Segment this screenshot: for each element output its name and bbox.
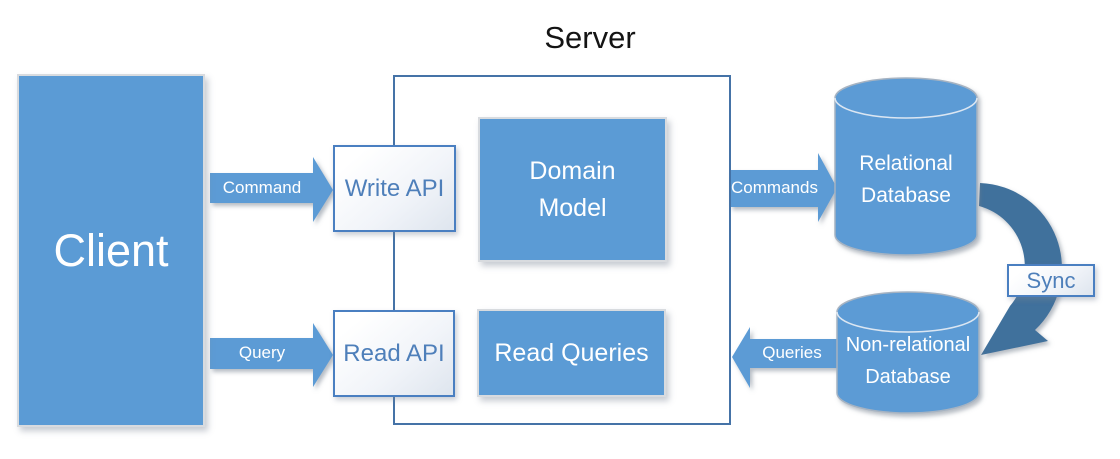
server-container-box (393, 75, 731, 425)
domain-model-label-line1: Domain (529, 156, 616, 185)
command-arrow-label: Command (222, 177, 302, 197)
domain-model-label-line2: Model (538, 193, 607, 222)
client-label: Client (53, 224, 169, 276)
relational-db-label-line2: Database (861, 184, 951, 207)
read-queries-box: Read Queries (477, 309, 666, 397)
query-arrow-label: Query (238, 342, 286, 362)
commands-arrow-label: Commands (731, 178, 818, 197)
read-queries-label: Read Queries (494, 338, 649, 367)
write-api-label: Write API (344, 174, 445, 202)
non-relational-db-label-line2: Database (865, 366, 951, 388)
non-relational-db-cylinder (836, 291, 980, 414)
non-relational-db-label-line1: Non-relational (845, 334, 971, 356)
read-api-label: Read API (343, 339, 445, 367)
query-arrow (210, 323, 333, 387)
sync-label: Sync (1026, 267, 1076, 293)
queries-arrow (732, 327, 838, 388)
relational-db-cylinder (834, 77, 978, 256)
domain-model-box: Domain Model (478, 117, 667, 262)
read-api-box: Read API (333, 310, 455, 397)
relational-db-label-line1: Relational (859, 152, 953, 175)
commands-arrow (730, 153, 837, 222)
relational-db-label: Relational Database (835, 148, 977, 212)
queries-arrow-label: Queries (762, 343, 822, 362)
client-box: Client (17, 74, 205, 427)
write-api-box: Write API (333, 145, 456, 232)
server-title: Server (544, 20, 636, 55)
non-relational-db-label: Non-relational Database (837, 329, 979, 393)
sync-box: Sync (1007, 264, 1095, 297)
command-arrow (210, 157, 333, 222)
sync-arrow (979, 183, 1062, 355)
